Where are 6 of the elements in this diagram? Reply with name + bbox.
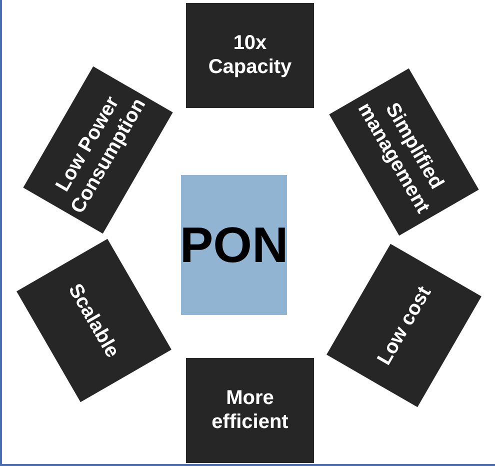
benefit-label: More efficient [210, 386, 290, 434]
center-label: PON [180, 216, 288, 274]
benefit-box [186, 2, 314, 108]
center-box [181, 175, 287, 315]
benefit-label: 10x Capacity [207, 31, 293, 79]
benefit-box [186, 358, 314, 462]
